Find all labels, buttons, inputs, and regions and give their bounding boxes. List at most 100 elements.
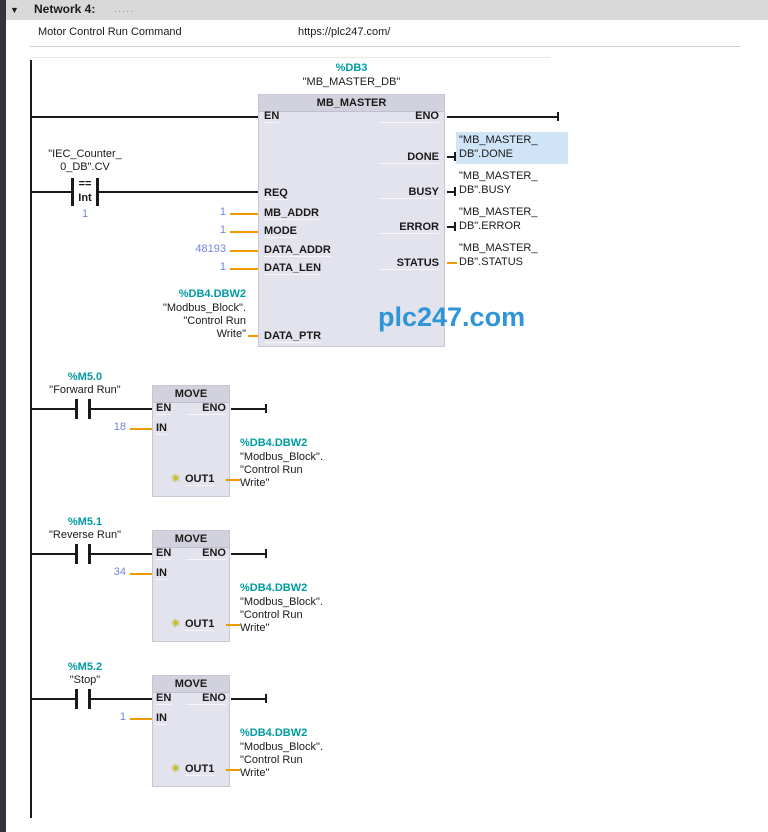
move-out-operand[interactable]: Write" <box>240 477 270 489</box>
move-en-pin[interactable]: EN <box>156 692 172 705</box>
move-in-pin[interactable]: IN <box>156 567 167 580</box>
move-en-pin[interactable]: EN <box>156 547 172 560</box>
data-ptr-operand[interactable]: %DB4.DBW2 <box>178 288 246 300</box>
network-header-row[interactable]: ▼ Network 4: ..... <box>0 0 768 20</box>
wire <box>231 698 267 700</box>
power-rail <box>30 60 32 818</box>
wire <box>130 718 152 720</box>
move-in-value[interactable]: 1 <box>119 711 126 723</box>
contact-bar[interactable] <box>75 399 78 419</box>
contact-bar[interactable] <box>88 689 91 709</box>
wire <box>230 268 258 270</box>
move-out-operand[interactable]: "Modbus_Block". <box>240 596 324 608</box>
move-out-operand[interactable]: %DB4.DBW2 <box>240 582 308 594</box>
mb-master-block[interactable]: MB_MASTER <box>258 94 445 347</box>
output-operand[interactable]: DB".ERROR <box>459 220 521 232</box>
move-title[interactable]: MOVE <box>153 531 229 548</box>
output-operand[interactable]: "MB_MASTER_ <box>459 242 538 254</box>
insert-output-star-icon[interactable]: ✳ <box>171 473 181 485</box>
contact-bar[interactable] <box>88 399 91 419</box>
comparator-bar <box>96 178 99 206</box>
mb-master-req-pin[interactable]: REQ <box>264 187 288 200</box>
contact-bar[interactable] <box>75 544 78 564</box>
comparator-operand[interactable]: "IEC_Counter_ <box>48 148 122 160</box>
contact-name[interactable]: "Reverse Run" <box>48 529 121 541</box>
data-ptr-operand[interactable]: "Control Run <box>183 315 246 327</box>
data-ptr-operand[interactable]: "Modbus_Block". <box>162 302 246 314</box>
network-url[interactable]: https://plc247.com/ <box>298 26 391 38</box>
mb-master-input-pin[interactable]: MODE <box>264 225 297 238</box>
input-value[interactable]: 1 <box>219 224 226 236</box>
comparator-value[interactable]: 1 <box>81 208 89 220</box>
mb-master-db-name[interactable]: "MB_MASTER_DB" <box>302 76 401 88</box>
contact-bar[interactable] <box>88 544 91 564</box>
move-out-operand[interactable]: "Control Run <box>240 754 303 766</box>
move-out-operand[interactable]: %DB4.DBW2 <box>240 727 308 739</box>
move-block[interactable]: MOVE <box>152 385 230 497</box>
network-comment[interactable]: Motor Control Run Command <box>38 26 182 38</box>
move-block[interactable]: MOVE <box>152 675 230 787</box>
mb-master-title[interactable]: MB_MASTER <box>259 95 444 112</box>
move-in-pin[interactable]: IN <box>156 712 167 725</box>
output-operand[interactable]: "MB_MASTER_ <box>459 206 538 218</box>
watermark: plc247.com <box>378 302 526 332</box>
mb-master-data-ptr-pin[interactable]: DATA_PTR <box>264 330 322 343</box>
mb-master-output-pin[interactable]: BUSY <box>379 186 439 199</box>
input-value[interactable]: 48193 <box>195 243 226 255</box>
move-title[interactable]: MOVE <box>153 676 229 693</box>
move-eno-pin[interactable]: ENO <box>186 547 226 560</box>
comparator-operand[interactable]: 0_DB".CV <box>60 161 110 173</box>
move-block[interactable]: MOVE <box>152 530 230 642</box>
move-out-operand[interactable]: "Modbus_Block". <box>240 451 324 463</box>
move-in-value[interactable]: 34 <box>113 566 126 578</box>
move-out-operand[interactable]: %DB4.DBW2 <box>240 437 308 449</box>
move-out-operand[interactable]: Write" <box>240 622 270 634</box>
contact-bar[interactable] <box>75 689 78 709</box>
mb-master-input-pin[interactable]: MB_ADDR <box>264 207 319 220</box>
move-out-pin[interactable]: OUT1 <box>185 473 215 486</box>
data-ptr-operand[interactable]: Write" <box>216 328 246 340</box>
move-rung: %M5.2 "Stop" MOVE EN ENO IN 1 ✳ OUT1 %DB… <box>0 660 768 805</box>
wire <box>91 408 152 410</box>
contact-name[interactable]: "Stop" <box>69 674 101 686</box>
contact-address[interactable]: %M5.2 <box>67 661 103 673</box>
contact-name[interactable]: "Forward Run" <box>49 384 121 396</box>
wire <box>447 191 455 193</box>
move-out-operand[interactable]: "Control Run <box>240 464 303 476</box>
move-title[interactable]: MOVE <box>153 386 229 403</box>
comparator-type[interactable]: Int <box>78 192 92 204</box>
comparator-operator[interactable]: == <box>78 178 92 190</box>
mb-master-en-pin[interactable]: EN <box>264 110 280 123</box>
input-value[interactable]: 1 <box>219 206 226 218</box>
mb-master-output-pin[interactable]: ERROR <box>379 221 439 234</box>
output-operand[interactable]: DB".DONE <box>459 148 514 160</box>
mb-master-eno-pin[interactable]: ENO <box>379 110 439 123</box>
move-out-operand[interactable]: "Control Run <box>240 609 303 621</box>
insert-output-star-icon[interactable]: ✳ <box>171 763 181 775</box>
network-comment-dots[interactable]: ..... <box>114 3 135 15</box>
move-out-operand[interactable]: Write" <box>240 767 270 779</box>
contact-address[interactable]: %M5.1 <box>67 516 103 528</box>
wire <box>230 213 258 215</box>
move-out-pin[interactable]: OUT1 <box>185 618 215 631</box>
input-value[interactable]: 1 <box>219 261 226 273</box>
move-in-pin[interactable]: IN <box>156 422 167 435</box>
output-operand[interactable]: "MB_MASTER_ <box>459 134 538 146</box>
output-operand[interactable]: DB".BUSY <box>459 184 512 196</box>
move-eno-pin[interactable]: ENO <box>186 692 226 705</box>
move-out-pin[interactable]: OUT1 <box>185 763 215 776</box>
insert-output-star-icon[interactable]: ✳ <box>171 618 181 630</box>
output-operand[interactable]: "MB_MASTER_ <box>459 170 538 182</box>
mb-master-output-pin[interactable]: STATUS <box>379 257 439 270</box>
mb-master-output-pin[interactable]: DONE <box>379 151 439 164</box>
mb-master-db-address[interactable]: %DB3 <box>335 62 368 74</box>
collapse-triangle-icon[interactable]: ▼ <box>10 5 19 15</box>
contact-address[interactable]: %M5.0 <box>67 371 103 383</box>
move-out-operand[interactable]: "Modbus_Block". <box>240 741 324 753</box>
output-operand[interactable]: DB".STATUS <box>459 256 524 268</box>
move-en-pin[interactable]: EN <box>156 402 172 415</box>
move-in-value[interactable]: 18 <box>113 421 126 433</box>
mb-master-input-pin[interactable]: DATA_ADDR <box>264 244 331 257</box>
mb-master-input-pin[interactable]: DATA_LEN <box>264 262 322 275</box>
move-eno-pin[interactable]: ENO <box>186 402 226 415</box>
